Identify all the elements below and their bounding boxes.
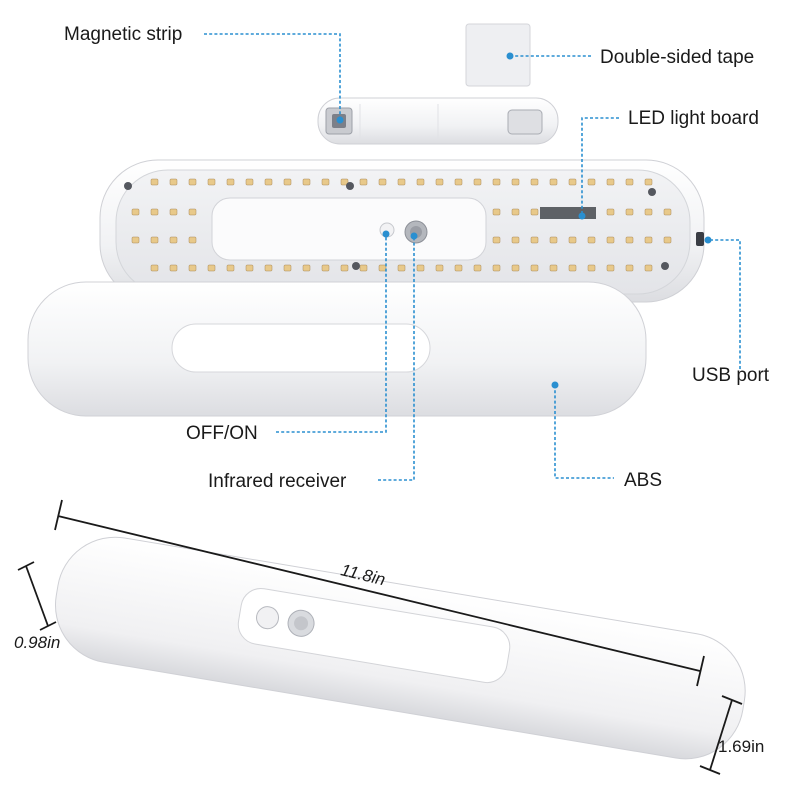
led-chip: [626, 179, 633, 185]
led-chip: [645, 209, 652, 215]
led-chip: [512, 179, 519, 185]
led-chip: [607, 209, 614, 215]
led-chip: [322, 179, 329, 185]
led-chip: [474, 265, 481, 271]
led-chip: [588, 265, 595, 271]
led-chip: [265, 179, 272, 185]
led-chip: [398, 265, 405, 271]
dimension-height: [18, 562, 56, 630]
assembled-light-bar: [47, 528, 754, 767]
led-chip: [189, 237, 196, 243]
led-chip: [588, 179, 595, 185]
label-double-sided-tape: Double-sided tape: [600, 47, 754, 68]
led-chip: [151, 237, 158, 243]
led-chip: [626, 209, 633, 215]
led-chip: [550, 237, 557, 243]
led-chip: [569, 265, 576, 271]
led-chip: [455, 179, 462, 185]
led-chip: [512, 237, 519, 243]
led-chip: [360, 265, 367, 271]
led-chip: [227, 265, 234, 271]
led-chip: [417, 265, 424, 271]
led-chip: [626, 237, 633, 243]
led-chip: [189, 179, 196, 185]
led-chip: [379, 265, 386, 271]
led-chip: [189, 209, 196, 215]
dimension-depth-text: 1.69in: [718, 737, 764, 756]
led-chip: [607, 179, 614, 185]
led-chip: [170, 209, 177, 215]
led-chip: [227, 179, 234, 185]
led-chip: [512, 265, 519, 271]
label-infrared-receiver: Infrared receiver: [208, 471, 347, 492]
led-chip: [569, 237, 576, 243]
led-chip: [284, 265, 291, 271]
led-chip: [303, 179, 310, 185]
led-chip: [588, 237, 595, 243]
led-chip: [531, 179, 538, 185]
led-chip: [303, 265, 310, 271]
led-chip: [322, 265, 329, 271]
led-chip: [493, 179, 500, 185]
led-chip: [664, 209, 671, 215]
led-chip: [531, 209, 538, 215]
led-chip: [151, 179, 158, 185]
double-sided-tape-pad: [466, 24, 530, 86]
label-magnetic-strip: Magnetic strip: [64, 24, 182, 45]
led-chip: [208, 265, 215, 271]
led-chip: [284, 179, 291, 185]
led-chip: [474, 179, 481, 185]
led-chip: [189, 265, 196, 271]
led-chip: [550, 265, 557, 271]
led-chip: [645, 179, 652, 185]
label-abs: ABS: [624, 470, 662, 491]
led-chip: [531, 237, 538, 243]
led-chip: [151, 209, 158, 215]
led-chip: [170, 237, 177, 243]
led-chip: [550, 179, 557, 185]
led-chip: [151, 265, 158, 271]
label-led-light-board: LED light board: [628, 108, 759, 129]
led-chip: [360, 179, 367, 185]
switch-plate: [212, 198, 486, 260]
led-chip: [569, 179, 576, 185]
led-chip: [341, 265, 348, 271]
led-chip: [246, 265, 253, 271]
led-chip: [664, 237, 671, 243]
led-chip: [455, 265, 462, 271]
led-chip: [645, 265, 652, 271]
led-chip: [645, 237, 652, 243]
led-chip: [379, 179, 386, 185]
led-chip: [626, 265, 633, 271]
led-chip: [132, 237, 139, 243]
led-chip: [398, 179, 405, 185]
led-chip: [436, 179, 443, 185]
label-usb-port: USB port: [692, 365, 770, 386]
led-chip: [493, 209, 500, 215]
led-chip: [170, 179, 177, 185]
led-chip: [265, 265, 272, 271]
led-chip: [132, 209, 139, 215]
led-chip: [607, 237, 614, 243]
abs-cover: [28, 282, 646, 416]
dimension-height-text: 0.98in: [14, 633, 60, 652]
led-chip: [170, 265, 177, 271]
led-chip: [246, 179, 253, 185]
magnetic-strip-bracket: [318, 98, 558, 144]
led-chip: [436, 265, 443, 271]
led-chip: [493, 265, 500, 271]
led-chip: [531, 265, 538, 271]
led-chip: [607, 265, 614, 271]
label-off-on: OFF/ON: [186, 423, 258, 444]
led-chip: [493, 237, 500, 243]
led-chip: [417, 179, 424, 185]
led-chip: [512, 209, 519, 215]
led-chip: [208, 179, 215, 185]
